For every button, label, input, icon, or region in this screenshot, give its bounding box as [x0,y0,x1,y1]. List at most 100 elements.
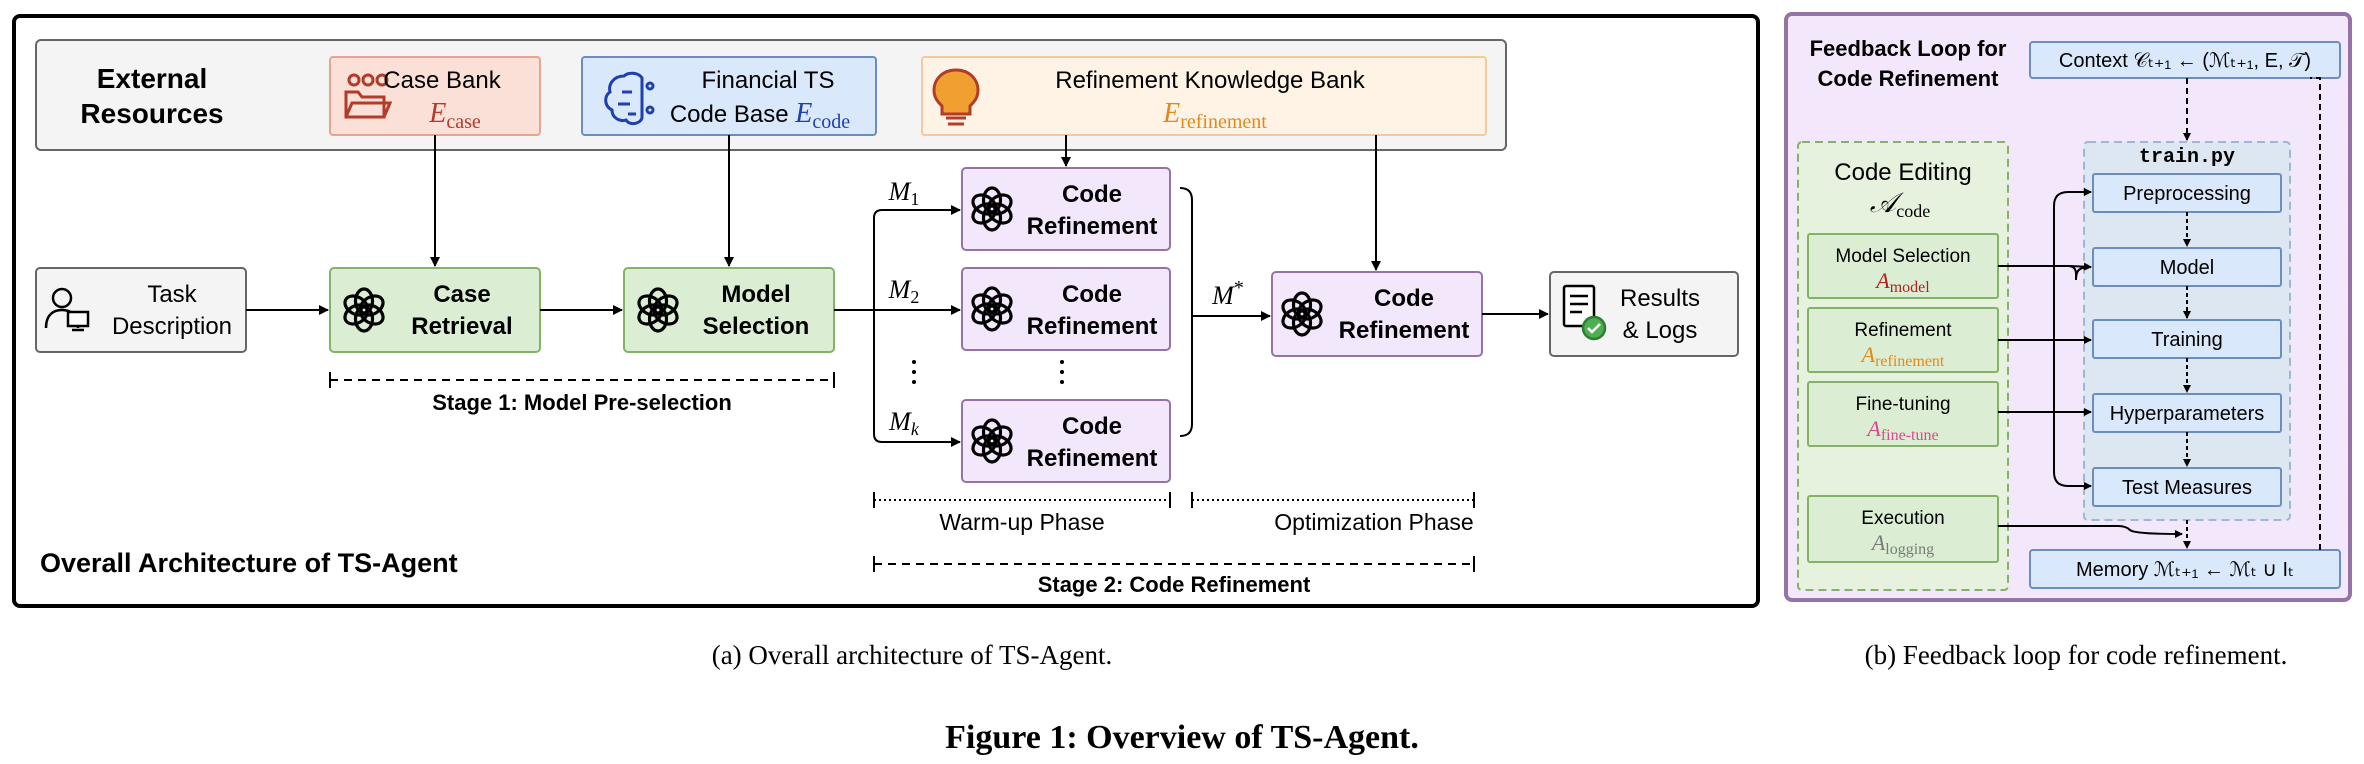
action-refinement-symbol: A [1860,342,1876,367]
svg-text:M1: M1 [888,177,920,209]
brain-icon [604,71,655,126]
action-execution-subscript: logging [1885,541,1934,558]
code-refinement-k-label-1: Code [1062,413,1122,440]
svg-text:Ecase: Ecase [428,98,481,133]
code-refinement-1-label-1: Code [1062,181,1122,208]
mstar-superscript: * [1234,277,1244,299]
pipeline-step-2: Model [2160,257,2214,279]
panel-a-architecture: External Resources Case Bank Ecase Finan… [12,14,1760,608]
stage2-bracket [873,556,1475,572]
action-refinement: Refinement Arefinement [1807,307,1999,373]
knowledge-bank-subscript: refinement [1180,111,1267,133]
model-selection-label-2: Selection [703,313,810,340]
context-box [2029,41,2341,79]
m2-subscript: 2 [910,287,919,307]
optimization-bracket [1191,492,1475,508]
code-refinement-final: Code Refinement [1271,271,1483,357]
m2-label: M [888,275,912,304]
action-execution-symbol: A [1870,530,1886,555]
action-model-selection-label: Model Selection [1835,246,1970,267]
m1-label: M [888,177,912,206]
code-base-label-2: Code Base [670,101,789,128]
svg-text:M2: M2 [888,275,920,307]
case-bank: Case Bank Ecase [329,56,541,136]
code-base: Financial TS Code Base Ecode [581,56,877,136]
case-retrieval: Case Retrieval [329,267,541,353]
svg-text:Afine-tune: Afine-tune [1865,416,1938,444]
action-execution: Execution Alogging [1807,495,1999,563]
case-retrieval-label-1: Case [433,281,490,308]
code-refinement-1: Code Refinement [961,167,1171,251]
results-label-2: & Logs [1623,317,1698,344]
case-bank-label: Case Bank [383,67,501,94]
code-refinement-final-label-2: Refinement [1339,317,1470,344]
svg-text:Mk: Mk [888,407,920,439]
stage1-label: Stage 1: Model Pre-selection [432,390,732,415]
pipeline-step-5: Test Measures [2122,477,2252,499]
mstar-label: M [1211,281,1235,310]
code-editing-label: Code Editing [1834,159,1971,186]
action-finetune-symbol: A [1865,416,1881,441]
architecture-title: Overall Architecture of TS-Agent [40,548,458,578]
task-description-label-1: Task [147,281,197,308]
svg-text:Arefinement: Arefinement [1860,342,1945,370]
optimization-label: Optimization Phase [1274,509,1473,535]
action-finetuning: Fine-tuning Afine-tune [1807,381,1999,447]
svg-text:Erefinement: Erefinement [1162,98,1267,133]
case-retrieval-label-2: Retrieval [411,313,512,340]
mk-subscript: k [911,419,920,439]
memory-box [2029,549,2341,589]
code-base-symbol: E [794,98,812,129]
knowledge-bank-symbol: E [1162,98,1180,129]
knowledge-bank-label: Refinement Knowledge Bank [1055,67,1366,94]
action-finetune-subscript: fine-tune [1881,427,1939,444]
pipeline-test-measures: Test Measures [2092,467,2282,507]
case-bank-symbol: E [428,98,446,129]
lightbulb-icon [932,68,980,126]
results-log-icon [1562,284,1607,341]
action-model-symbol: A [1874,268,1890,293]
external-resources-title-2: Resources [80,98,223,129]
action-model-selection: Model Selection Amodel [1807,233,1999,299]
model-selection: Model Selection [623,267,835,353]
case-bank-subscript: case [446,111,481,133]
pipeline-step-3: Training [2151,329,2223,351]
code-refinement-final-label-1: Code [1374,285,1434,312]
case-folder-icon [344,73,393,119]
code-refinement-2: Code Refinement [961,267,1171,351]
pipeline-training: Training [2092,319,2282,359]
panel-b-feedback-loop: Feedback Loop for Code Refinement Contex… [1784,12,2352,602]
external-resources-title-1: External [97,63,208,94]
stage1-bracket [329,372,835,388]
pipeline-step-1: Preprocessing [2123,183,2251,205]
pipeline-hyperparameters: Hyperparameters [2092,393,2282,433]
code-refinement-1-label-2: Refinement [1027,213,1158,240]
panel-b-arrows [1998,77,2321,550]
vertical-ellipsis [912,360,1064,384]
svg-text:Code Base Ecode: Code Base Ecode [670,98,850,133]
code-base-label-1: Financial TS [702,67,835,94]
code-editing-subscript: code [1896,201,1930,221]
memory-label: Memory ℳₜ₊₁ ← ℳₜ ∪ Iₜ [2076,559,2294,581]
code-refinement-k: Code Refinement [961,399,1171,483]
pipeline-preprocessing: Preprocessing [2092,173,2282,213]
action-model-subscript: model [1890,279,1931,296]
svg-text:𝒜code: 𝒜code [1870,188,1930,221]
stage2-label: Stage 2: Code Refinement [1038,572,1311,597]
warmup-label: Warm-up Phase [939,509,1104,535]
feedback-title-2: Code Refinement [1818,66,2000,91]
train-py-label: train.py [2139,146,2235,169]
context-label: Context 𝒞ₜ₊₁ ← (ℳₜ₊₁, E, 𝒯) [2059,50,2311,72]
code-base-subscript: code [812,111,850,133]
results-label-1: Results [1620,285,1700,312]
caption-a: (a) Overall architecture of TS-Agent. [712,640,1113,670]
action-refinement-label: Refinement [1854,320,1952,341]
results-logs: Results & Logs [1549,271,1739,357]
user-computer-icon [44,287,90,332]
svg-text:Amodel: Amodel [1874,268,1930,296]
svg-text:Alogging: Alogging [1870,530,1934,558]
m1-subscript: 1 [910,189,919,209]
action-refinement-subscript: refinement [1875,353,1945,370]
svg-text:M*: M* [1211,277,1244,310]
